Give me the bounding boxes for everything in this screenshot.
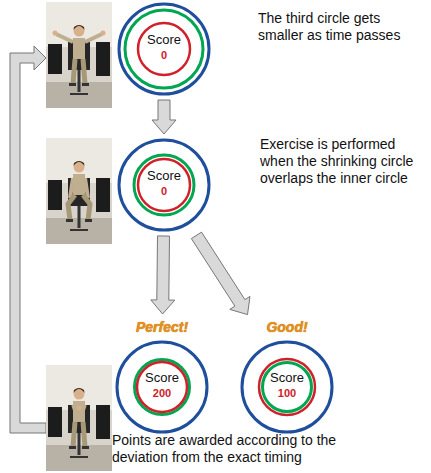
- photo: [46, 365, 112, 471]
- score-circle: Perfect! Score 200: [113, 318, 211, 434]
- score-label: Score: [240, 370, 334, 385]
- score-value: 0: [117, 185, 211, 198]
- score-label: Score: [117, 32, 211, 47]
- circle-area: Score 0: [117, 2, 211, 96]
- description-note: Points are awarded according to the devi…: [112, 432, 352, 466]
- photo: [46, 2, 112, 108]
- score-value: 100: [240, 387, 334, 400]
- loop-arrow: [10, 46, 46, 433]
- score-circle: Good! Score 100: [238, 318, 336, 434]
- score-value: 0: [117, 49, 211, 62]
- score-circle: Score 0: [115, 2, 213, 96]
- circle-area: Score 200: [115, 340, 209, 434]
- flow-arrow: [151, 236, 175, 314]
- rating-heading: Perfect!: [113, 318, 211, 336]
- description-note: The third circle gets smaller as time pa…: [258, 10, 426, 44]
- rating-heading: Good!: [238, 318, 336, 336]
- score-value: 200: [115, 387, 209, 400]
- flow-arrow: [152, 100, 176, 134]
- photo: [46, 138, 112, 244]
- score-label: Score: [115, 370, 209, 385]
- score-label: Score: [117, 168, 211, 183]
- description-note: Exercise is performed when the shrinking…: [260, 136, 420, 187]
- circle-area: Score 100: [240, 340, 334, 434]
- flow-arrow: [191, 232, 250, 315]
- circle-area: Score 0: [117, 138, 211, 232]
- score-circle: Score 0: [115, 138, 213, 232]
